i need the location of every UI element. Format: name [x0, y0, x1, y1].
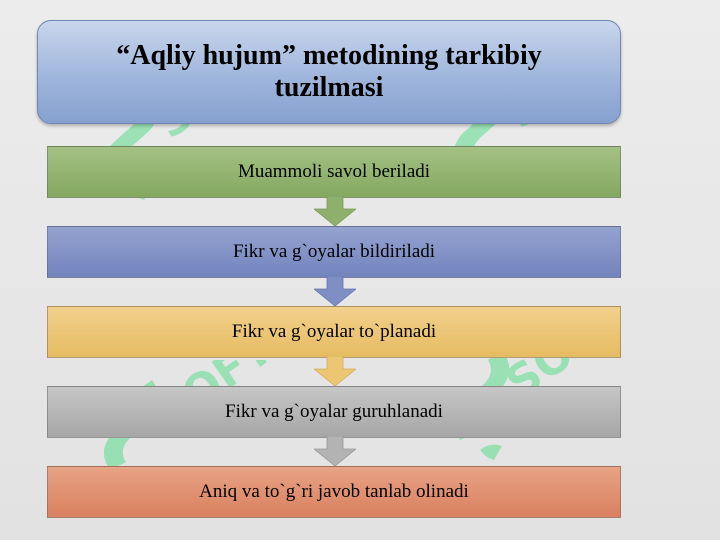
diagram-title: “Aqliy hujum” metodining tarkibiy tuzilm…: [116, 40, 542, 103]
down-arrow-icon: [314, 356, 356, 386]
step-box-2: Fikr va g`oyalar bildiriladi: [47, 226, 621, 278]
step-box-3: Fikr va g`oyalar to`planadi: [47, 306, 621, 358]
down-arrow-icon: [314, 276, 356, 306]
down-arrow-icon: [314, 436, 356, 466]
step-box-4: Fikr va g`oyalar guruhlanadi: [47, 386, 621, 438]
down-arrow-icon: [314, 196, 356, 226]
title-box: “Aqliy hujum” metodining tarkibiy tuzilm…: [37, 20, 621, 124]
step-box-5: Aniq va to`g`ri javob tanlab olinadi: [47, 466, 621, 518]
step-box-1: Muammoli savol beriladi: [47, 146, 621, 198]
